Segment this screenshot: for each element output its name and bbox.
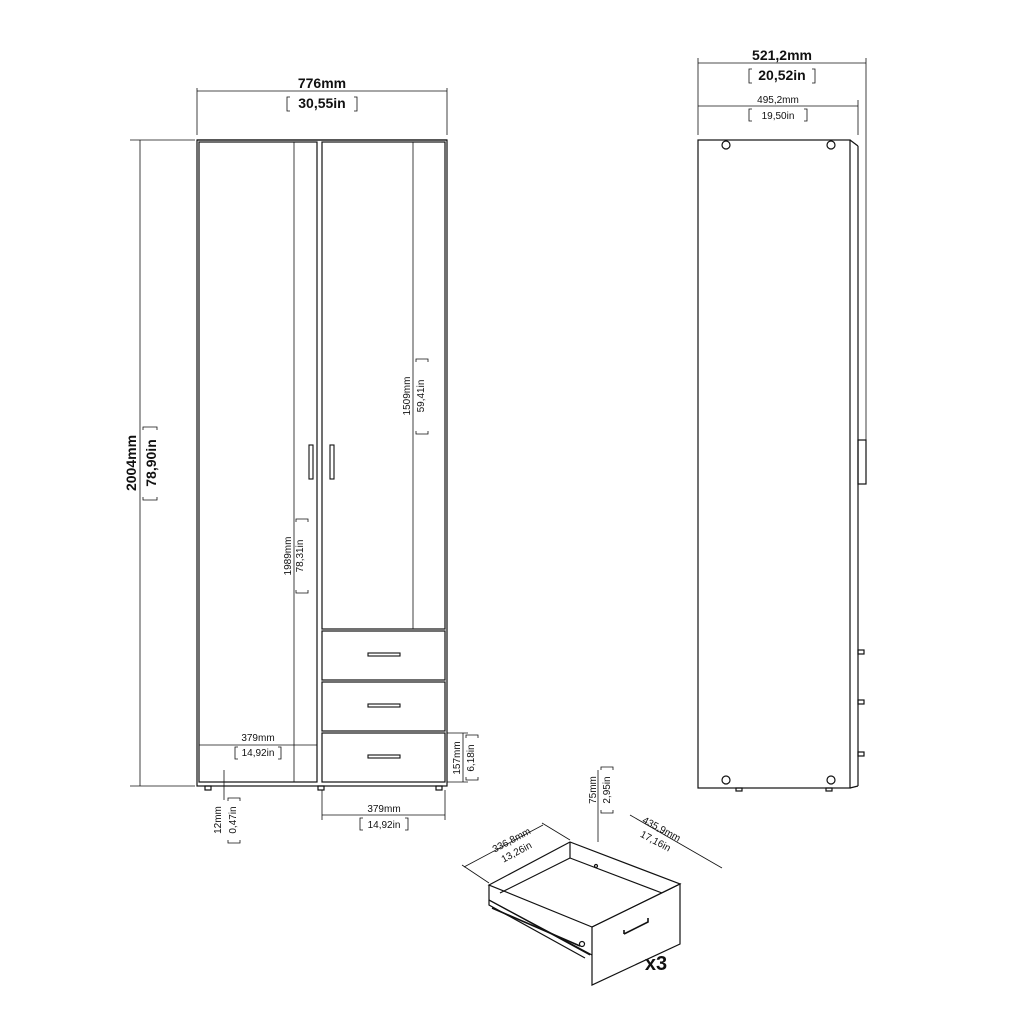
right-width-mm: 379mm — [367, 804, 400, 815]
foot — [317, 785, 325, 791]
drawer-runner — [491, 907, 581, 947]
drawer-depth-line — [629, 814, 723, 869]
side-hole — [721, 140, 731, 150]
drawer-1 — [321, 630, 446, 681]
right-width-in: 14,92in — [368, 820, 401, 831]
left-door-handle — [308, 444, 314, 480]
drawer-height-mm: 157mm — [452, 741, 463, 774]
left-width-mm: 379mm — [241, 733, 274, 744]
front-height-mm: 2004mm — [123, 435, 139, 491]
side-panel — [697, 139, 851, 789]
drawer-3-handle — [367, 754, 401, 759]
inner-depth-in: 19,50in — [762, 111, 795, 122]
drawer-detail: 336,8mm 13,26in 75mm 2,95in 435,9mm 17,1… — [461, 766, 723, 986]
interior-height-mm: 1989mm — [283, 537, 294, 576]
side-hole — [826, 775, 836, 785]
side-drawer-handle — [857, 699, 865, 705]
drawer-height-in: 6,18in — [466, 744, 477, 771]
right-door-handle — [329, 444, 335, 480]
drawer-width-line — [463, 824, 544, 868]
front-width-in: 30,55in — [298, 95, 345, 111]
foot — [825, 787, 833, 792]
left-door — [198, 141, 318, 783]
foot — [435, 785, 443, 791]
front-height-in: 78,90in — [143, 439, 159, 486]
interior-height-in: 78,31in — [295, 540, 306, 573]
drawer-quantity: x3 — [645, 953, 667, 975]
outer-depth-mm: 521,2mm — [752, 47, 812, 63]
foot-mm: 12mm — [213, 806, 224, 834]
drawer-2 — [321, 681, 446, 732]
drawer-box-height-in: 2,95in — [602, 776, 613, 803]
door-height-in: 59,41in — [416, 380, 427, 413]
side-door-handle — [857, 439, 867, 485]
side-hole — [826, 140, 836, 150]
side-hole — [721, 775, 731, 785]
front-view: 776mm 30,55in 2004mm 78,90in 1989mm 78,3… — [123, 75, 479, 844]
right-door — [321, 141, 446, 630]
left-width-in: 14,92in — [242, 748, 275, 759]
inner-depth-mm: 495,2mm — [757, 95, 799, 106]
drawer-2-handle — [367, 703, 401, 708]
drawer-front-panel — [591, 883, 681, 986]
side-drawer-handle — [857, 649, 865, 655]
front-width-mm: 776mm — [298, 75, 346, 91]
foot-in: 0,47in — [228, 806, 239, 833]
side-drawer-handle — [857, 751, 865, 757]
side-view: 521,2mm 20,52in 495,2mm 19,50in — [697, 47, 867, 792]
foot — [204, 785, 212, 791]
drawer-box-height-mm: 75mm — [588, 776, 599, 804]
outer-depth-in: 20,52in — [758, 67, 805, 83]
door-height-mm: 1509mm — [402, 377, 413, 416]
foot — [735, 787, 743, 792]
drawer-3 — [321, 732, 446, 783]
drawer-1-handle — [367, 652, 401, 657]
drawer-front-handle — [623, 918, 649, 935]
